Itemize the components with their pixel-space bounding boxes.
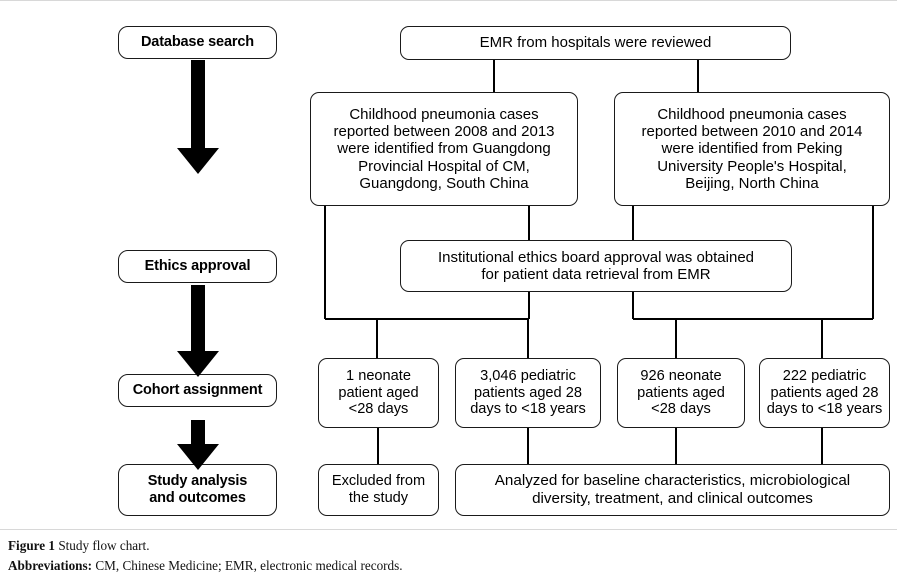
node-excluded[interactable]: Excluded from the study: [318, 464, 439, 516]
stage-cohort-assignment[interactable]: Cohort assignment: [118, 374, 277, 407]
caption-figure-label: Figure 1: [8, 538, 56, 553]
node-cohort-pediatric-peking[interactable]: 222 pediatric patients aged 28 days to <…: [759, 358, 890, 428]
caption-line-title: Figure 1 Study flow chart.: [8, 536, 888, 556]
node-cohort-neonate-guangdong-label: 1 neonate patient aged <28 days: [338, 367, 419, 418]
top-rule: [0, 0, 897, 1]
node-emr-review-label: EMR from hospitals were reviewed: [479, 34, 712, 52]
node-cohort-pediatric-guangdong-label: 3,046 pediatric patients aged 28 days to…: [470, 367, 586, 418]
arrow-database-to-ethics: [177, 60, 219, 174]
arrow-ethics-to-cohort: [177, 285, 219, 377]
stage-ethics-approval[interactable]: Ethics approval: [118, 250, 277, 283]
node-cohort-neonate-peking[interactable]: 926 neonate patients aged <28 days: [617, 358, 745, 428]
node-cohort-pediatric-peking-label: 222 pediatric patients aged 28 days to <…: [766, 367, 883, 418]
node-cohort-pediatric-guangdong[interactable]: 3,046 pediatric patients aged 28 days to…: [455, 358, 601, 428]
stage-cohort-assignment-label: Cohort assignment: [132, 382, 263, 399]
stage-database-search-label: Database search: [140, 34, 254, 51]
node-analyzed[interactable]: Analyzed for baseline characteristics, m…: [455, 464, 890, 516]
caption-figure-text: Study flow chart.: [55, 538, 150, 553]
node-excluded-label: Excluded from the study: [331, 473, 426, 506]
node-guangdong-hospital[interactable]: Childhood pneumonia cases reported betwe…: [310, 92, 578, 206]
node-emr-review[interactable]: EMR from hospitals were reviewed: [400, 26, 791, 60]
node-cohort-neonate-peking-label: 926 neonate patients aged <28 days: [637, 367, 725, 418]
node-guangdong-hospital-label: Childhood pneumonia cases reported betwe…: [333, 105, 555, 193]
node-peking-hospital-label: Childhood pneumonia cases reported betwe…: [641, 105, 863, 193]
stage-ethics-approval-label: Ethics approval: [144, 258, 251, 275]
bottom-rule: [0, 529, 897, 530]
node-analyzed-label: Analyzed for baseline characteristics, m…: [494, 472, 851, 507]
caption-abbrev-text: CM, Chinese Medicine; EMR, electronic me…: [92, 557, 403, 573]
stage-study-analysis[interactable]: Study analysis and outcomes: [118, 464, 277, 516]
node-ethics-board-approval-label: Institutional ethics board approval was …: [437, 248, 755, 283]
arrow-cohort-to-analysis: [177, 420, 219, 470]
figure-caption: Figure 1 Study flow chart. Abbreviations…: [8, 536, 888, 575]
caption-abbrev-label: Abbreviations:: [8, 557, 93, 573]
stage-database-search[interactable]: Database search: [118, 26, 277, 59]
stage-study-analysis-label: Study analysis and outcomes: [147, 473, 248, 506]
flow-chart: Database search Ethics approval Cohort a…: [118, 26, 890, 516]
node-ethics-board-approval[interactable]: Institutional ethics board approval was …: [400, 240, 792, 292]
caption-line-abbrev: Abbreviations: CM, Chinese Medicine; EMR…: [8, 556, 888, 576]
node-cohort-neonate-guangdong[interactable]: 1 neonate patient aged <28 days: [318, 358, 439, 428]
node-peking-hospital[interactable]: Childhood pneumonia cases reported betwe…: [614, 92, 890, 206]
